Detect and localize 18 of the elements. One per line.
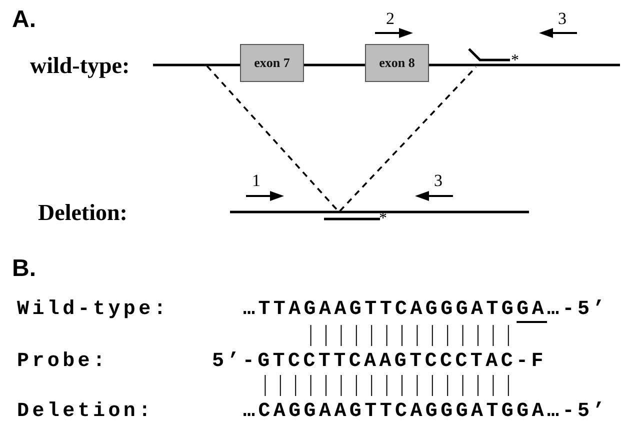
label-text: Deletion: bbox=[38, 201, 128, 224]
label-text: 1 bbox=[252, 172, 260, 189]
exon-box: exon 7 bbox=[240, 44, 304, 82]
label-text: * bbox=[379, 211, 387, 227]
label-text: wild-type: bbox=[30, 54, 130, 77]
label-text: 2 bbox=[386, 10, 394, 27]
label-text: …CAGGAAGTTCAGGGATGGA…-5’ bbox=[243, 402, 608, 422]
label-text: Probe: bbox=[17, 352, 108, 372]
label-text: 5’-GTCCTTCAAGTCCCTAC-F bbox=[212, 352, 546, 372]
label-text: …TTAGAAGTTCAGGGATGGA…-5’ bbox=[243, 300, 608, 320]
label-text: 3 bbox=[558, 10, 566, 27]
label-text: * bbox=[511, 53, 519, 69]
label-text: B. bbox=[12, 257, 36, 281]
label-text: A. bbox=[12, 8, 36, 32]
label-text: Wild-type: bbox=[17, 300, 170, 320]
label-text: Deletion: bbox=[17, 402, 154, 422]
exon-box: exon 8 bbox=[365, 44, 429, 82]
label-text: 3 bbox=[434, 172, 442, 189]
